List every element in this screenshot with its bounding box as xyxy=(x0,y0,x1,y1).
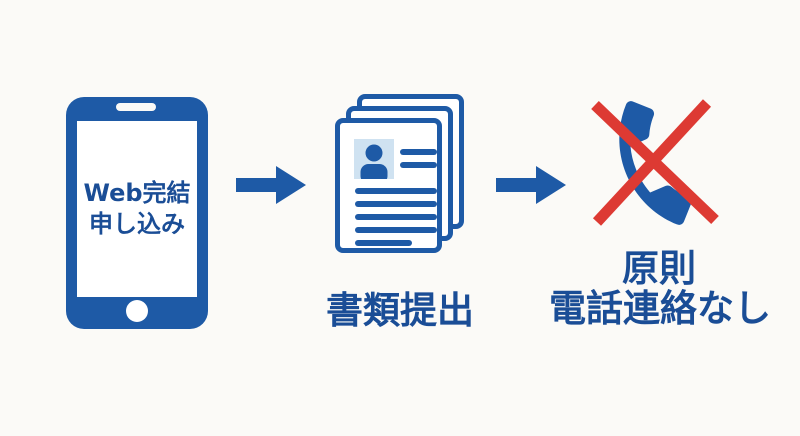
step1-label: Web完結 申し込み xyxy=(83,178,190,240)
arrow-right-icon xyxy=(236,166,306,204)
smartphone-icon: Web完結 申し込み xyxy=(66,97,208,329)
text-line xyxy=(355,188,437,194)
text-line xyxy=(400,162,437,168)
phone-screen: Web完結 申し込み xyxy=(77,121,197,297)
phone-speaker xyxy=(116,103,156,111)
cross-icon xyxy=(591,99,719,226)
step1-label-line1: Web完結 xyxy=(83,179,191,207)
arrow-right-icon xyxy=(496,166,566,204)
text-line xyxy=(400,149,437,155)
text-line xyxy=(355,214,437,220)
phone-handset-icon xyxy=(619,101,692,225)
document-page-front xyxy=(335,118,442,253)
text-line xyxy=(355,201,437,207)
step3-label: 原則 電話連絡なし xyxy=(549,247,771,330)
step3-label-line2: 電話連絡なし xyxy=(549,287,771,330)
id-photo-box xyxy=(354,139,394,179)
phone-home-button-shape xyxy=(126,300,148,322)
step3-label-line1: 原則 xyxy=(622,247,696,290)
person-icon xyxy=(360,144,388,179)
step2-label: 書類提出 xyxy=(326,289,474,332)
text-line xyxy=(355,227,437,233)
step1-label-line2: 申し込み xyxy=(88,210,185,238)
text-line xyxy=(355,240,412,246)
